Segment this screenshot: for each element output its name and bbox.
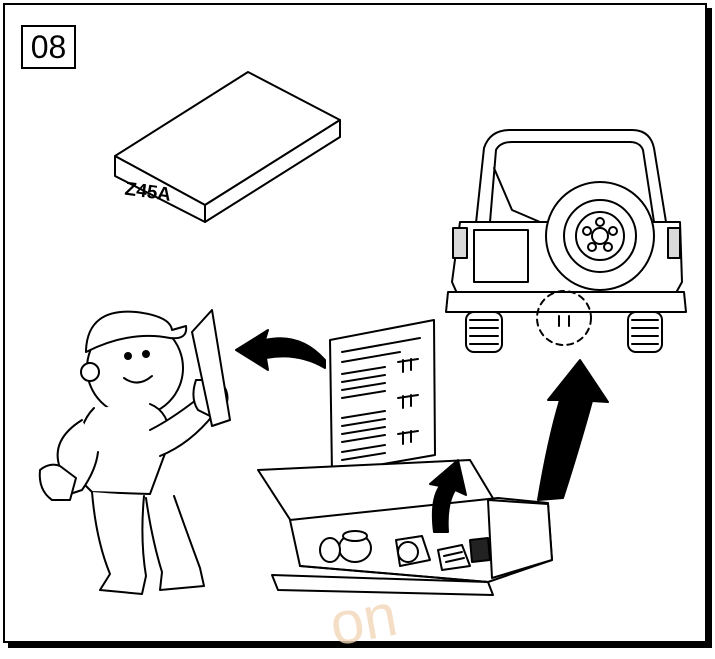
curved-arrow-icon — [538, 360, 608, 500]
curved-arrow-icon — [236, 330, 325, 370]
person-icon — [40, 310, 230, 594]
instruction-sheet-icon — [330, 320, 435, 473]
suv-rear-icon — [446, 130, 686, 352]
kit-box-icon: Z45A — [115, 72, 340, 222]
watermark: on — [325, 580, 403, 659]
open-parts-box-icon — [258, 460, 552, 595]
